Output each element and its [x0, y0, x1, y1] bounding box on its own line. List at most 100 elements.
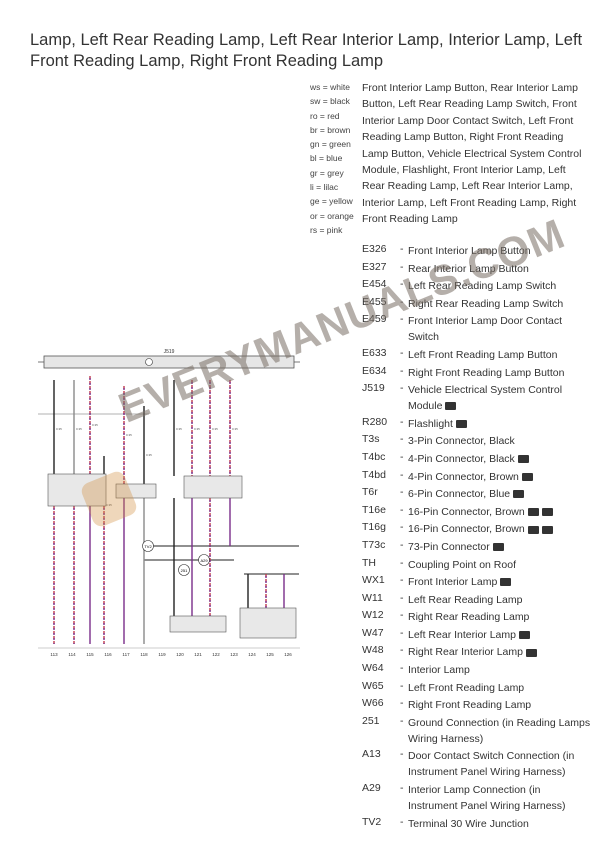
svg-text:A29: A29 — [200, 558, 208, 563]
wire-color-entry: gn = green — [310, 139, 351, 150]
legend-text: Interior Lamp — [408, 664, 470, 677]
column-number: 117 — [122, 652, 130, 657]
legend-row: E326-Front Interior Lamp Button — [362, 243, 592, 259]
wire-size-label: 0.35 — [76, 427, 82, 431]
wire-color-entry: rs = pink — [310, 224, 343, 235]
legend-text: Flashlight — [408, 416, 592, 432]
legend-code: E634 — [362, 364, 387, 377]
legend-row: W12-Right Rear Reading Lamp — [362, 609, 592, 625]
legend-text: Right Rear Reading Lamp Switch — [408, 297, 564, 310]
column-number: 119 — [158, 652, 166, 657]
column-number: 122 — [212, 652, 220, 657]
legend-text: Front Interior Lamp — [408, 574, 592, 590]
legend-code: W66 — [362, 697, 384, 710]
legend-row: E459-Front Interior Lamp Door Contact Sw… — [362, 313, 592, 345]
legend-row: TH-Coupling Point on Roof — [362, 557, 592, 573]
legend-text: Ground Connection (in Reading Lamps Wiri… — [408, 716, 591, 745]
wire-size-label: 0.35 — [176, 427, 182, 431]
legend-row: A29-Interior Lamp Connection (in Instrum… — [362, 782, 592, 814]
legend-text: Right Rear Reading Lamp — [408, 611, 530, 624]
legend-code: TV2 — [362, 815, 382, 828]
location-icon — [513, 490, 525, 499]
legend-code: T4bc — [362, 450, 386, 463]
legend-text: Right Rear Interior Lamp — [408, 644, 592, 660]
svg-text:TV2: TV2 — [144, 544, 152, 549]
location-icon — [518, 631, 530, 640]
legend-text: Coupling Point on Roof — [408, 558, 516, 571]
wire-color-entry: li = lilac — [310, 182, 339, 193]
legend-code: T6r — [362, 486, 378, 499]
location-icon — [521, 472, 533, 481]
svg-text:251: 251 — [181, 568, 188, 573]
legend-code: W12 — [362, 609, 384, 622]
column-number: 114 — [68, 652, 76, 657]
legend-code: 251 — [362, 714, 380, 727]
legend-row: W47-Left Rear Interior Lamp — [362, 627, 592, 643]
legend-code: WX1 — [362, 574, 385, 587]
wx1-lamp-box — [239, 607, 297, 639]
tv2-junction — [142, 540, 154, 552]
legend-code: E455 — [362, 295, 387, 308]
legend-text: 73-Pin Connector — [408, 539, 592, 555]
legend-row: W64-Interior Lamp — [362, 662, 592, 678]
w64-lamp-box — [169, 615, 227, 633]
legend-text: Left Front Reading Lamp Button — [408, 348, 558, 361]
legend-code: W64 — [362, 662, 384, 675]
legend-row: T16e-16-Pin Connector, Brown — [362, 504, 592, 520]
location-icon — [445, 402, 457, 411]
legend-text: Left Rear Reading Lamp — [408, 593, 523, 606]
legend-code: T16e — [362, 503, 386, 516]
legend-row: W48-Right Rear Interior Lamp — [362, 644, 592, 660]
legend-row: W65-Left Front Reading Lamp — [362, 680, 592, 696]
legend-text: Right Front Reading Lamp — [408, 699, 532, 712]
legend-code: TH — [362, 556, 376, 569]
location-icon — [517, 455, 529, 464]
location-icon — [541, 507, 553, 516]
legend-text: 16-Pin Connector, Brown — [408, 504, 592, 520]
column-number: 124 — [248, 652, 256, 657]
legend-row: T4bd-4-Pin Connector, Brown — [362, 469, 592, 485]
legend-code: T73c — [362, 538, 386, 551]
left-switch-block — [47, 473, 107, 507]
wire-color-entry: bl = blue — [310, 153, 343, 164]
column-number: 118 — [140, 652, 148, 657]
location-icon — [500, 578, 512, 587]
legend-text: Vehicle Electrical System Control Module — [408, 384, 563, 413]
middle-connector-block — [115, 483, 157, 499]
column-number: 115 — [86, 652, 94, 657]
wire-color-entry: ge = yellow — [310, 196, 353, 207]
column-number: 126 — [284, 652, 292, 657]
legend-row: E454-Left Rear Reading Lamp Switch — [362, 278, 592, 294]
legend-code: W65 — [362, 679, 384, 692]
wire-size-label: 0.35 — [194, 427, 200, 431]
legend-row: J519-Vehicle Electrical System Control M… — [362, 382, 592, 414]
column-number: 120 — [176, 652, 184, 657]
legend-text: Door Contact Switch Connection (in Instr… — [408, 750, 575, 779]
location-icon — [527, 507, 539, 516]
location-icon — [455, 419, 467, 428]
legend-code: A29 — [362, 782, 381, 795]
wire-color-entry: ro = red — [310, 110, 340, 121]
legend-row: T4bc-4-Pin Connector, Black — [362, 451, 592, 467]
legend-text: Left Rear Interior Lamp — [408, 627, 592, 643]
module-symbol — [145, 358, 153, 366]
location-icon — [541, 525, 553, 534]
legend-code: E454 — [362, 278, 387, 291]
wire-size-label: 0.35 — [92, 423, 98, 427]
column-number: 123 — [230, 652, 238, 657]
control-module-label: J519 — [164, 349, 175, 355]
legend-row: 251-Ground Connection (in Reading Lamps … — [362, 714, 591, 745]
legend-text: Left Front Reading Lamp — [408, 681, 525, 694]
column-number: 121 — [194, 652, 202, 657]
legend-text: 16-Pin Connector, Brown — [408, 521, 592, 537]
location-icon — [492, 543, 504, 552]
legend-row: W11-Left Rear Reading Lamp — [362, 592, 592, 608]
legend-text: Left Rear Reading Lamp Switch — [408, 280, 557, 293]
coupling-a29 — [198, 554, 210, 566]
legend-row: R280-Flashlight — [362, 416, 592, 432]
wire-size-label: 0.35 — [232, 427, 238, 431]
legend-text: 4-Pin Connector, Brown — [408, 469, 592, 485]
ground-251 — [178, 564, 190, 576]
